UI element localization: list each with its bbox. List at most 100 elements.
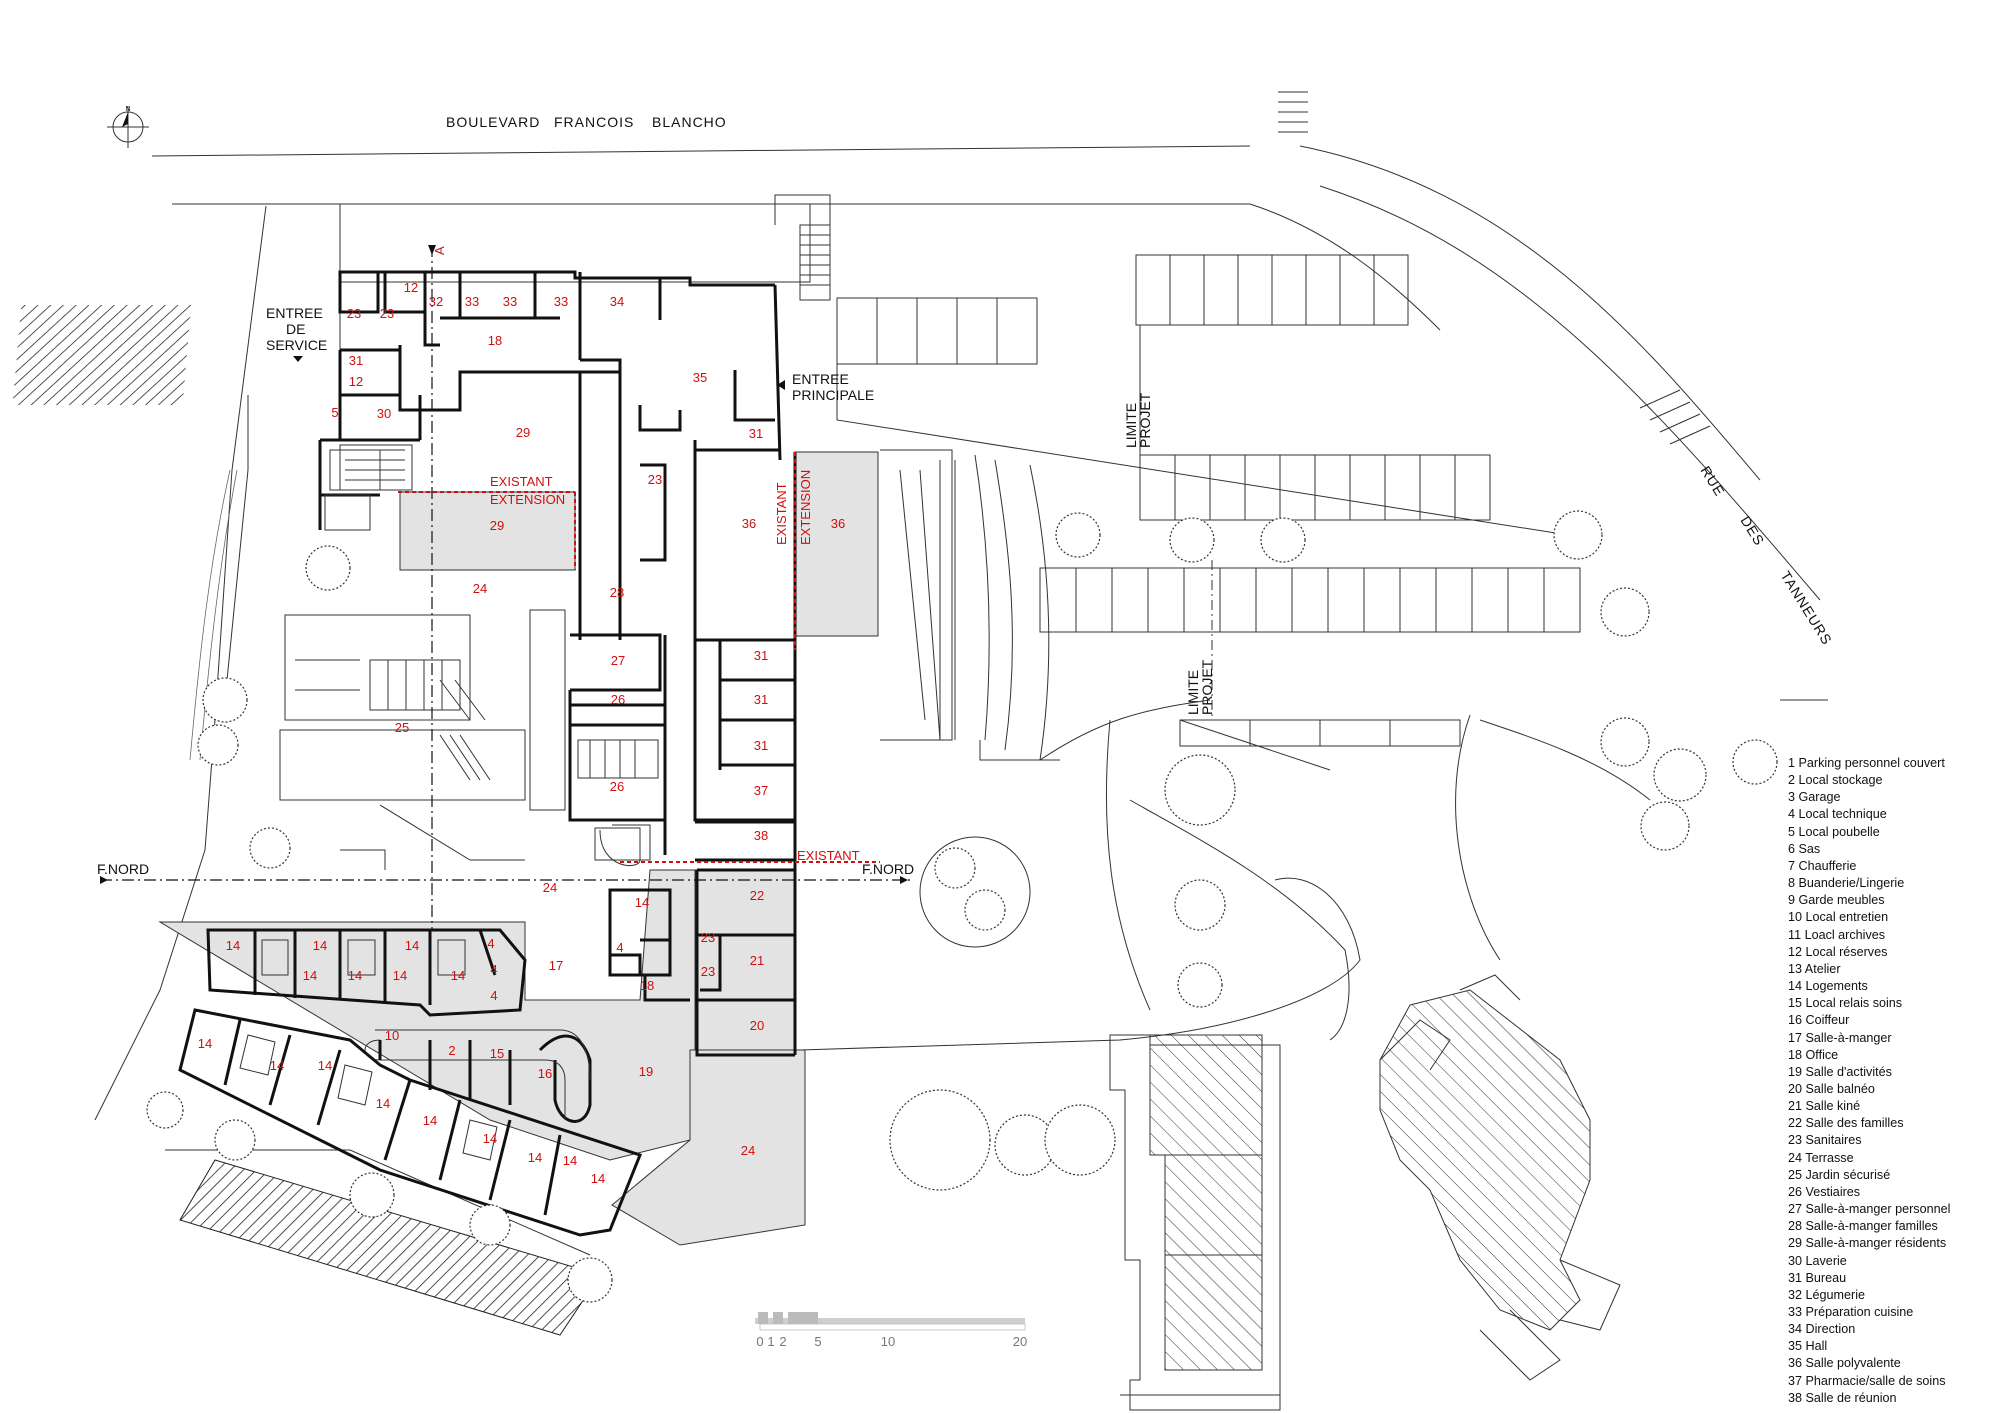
scale-bar: 0 1 2 5 10 20 <box>755 1312 1027 1349</box>
room-number: 14 <box>198 1036 212 1051</box>
room-number: 31 <box>349 353 363 368</box>
legend-item: 15 Local relais soins <box>1788 996 1903 1011</box>
legend-item: 20 Salle balnéo <box>1788 1081 1875 1096</box>
legend-item: 22 Salle des familles <box>1788 1116 1904 1131</box>
room-number: 38 <box>754 828 768 843</box>
legend-item: 36 Salle polyvalente <box>1788 1356 1901 1371</box>
boulevard-road <box>151 145 1828 701</box>
boulevard-label: BOULEVARD FRANCOIS BLANCHO <box>446 114 727 130</box>
legend-item: 32 Légumerie <box>1788 1287 1866 1302</box>
tree-circle <box>919 836 1031 948</box>
legend-item: 34 Direction <box>1788 1322 1856 1337</box>
scale-tick: 1 <box>767 1334 774 1349</box>
room-number: 29 <box>516 425 530 440</box>
section-label-west: F.NORD <box>97 861 149 877</box>
room-number: 5 <box>331 405 338 420</box>
room-number: 23 <box>701 930 715 945</box>
room-number: 14 <box>303 968 317 983</box>
rue-word-2: DES <box>1737 513 1767 548</box>
building-middle <box>529 372 797 870</box>
building-north <box>318 194 831 640</box>
room-number: 14 <box>563 1153 577 1168</box>
room-number: 25 <box>395 720 409 735</box>
room-number: 2 <box>448 1043 455 1058</box>
room-number: 14 <box>318 1058 332 1073</box>
legend: 1 Parking personnel couvert 2 Local stock… <box>1788 755 1993 1407</box>
compass-n: N <box>125 106 130 113</box>
room-number: 24 <box>543 880 557 895</box>
legend-item: 19 Salle d'activités <box>1788 1064 1892 1079</box>
legend-item: 26 Vestiaires <box>1788 1184 1861 1199</box>
rue-word-3: TANNEURS <box>1777 568 1835 648</box>
parking-north <box>836 254 1601 541</box>
legend-item: 5 Local poubelle <box>1788 824 1880 839</box>
room-number: 26 <box>610 779 624 794</box>
room-number: 24 <box>473 581 487 596</box>
limite-projet-2: LIMITE PROJET <box>1185 659 1215 715</box>
existant-label-2: EXISTANT <box>774 482 789 545</box>
room-number: 16 <box>538 1066 552 1081</box>
legend-item: 31 Bureau <box>1788 1270 1847 1285</box>
legend-item: 2 Local stockage <box>1788 773 1883 788</box>
room-number: 23 <box>648 472 662 487</box>
entree-service-l3: SERVICE <box>266 337 327 353</box>
street-word-2: FRANCOIS <box>554 114 634 130</box>
legend-item: 24 Terrasse <box>1788 1150 1854 1165</box>
room-number: 14 <box>348 968 362 983</box>
room-number: 10 <box>385 1028 399 1043</box>
room-number: 37 <box>754 783 768 798</box>
legend-item: 30 Laverie <box>1788 1253 1847 1268</box>
street-word-1: BOULEVARD <box>446 114 540 130</box>
legend-item: 35 Hall <box>1788 1339 1828 1354</box>
legend-item: 29 Salle-à-manger résidents <box>1788 1236 1947 1251</box>
room-number: 12 <box>404 280 418 295</box>
room-number: 15 <box>490 1046 504 1061</box>
room-number: 14 <box>226 938 240 953</box>
room-number: 21 <box>750 953 764 968</box>
room-number: 22 <box>750 888 764 903</box>
room-number: 14 <box>635 895 649 910</box>
legend-item: 1 Parking personnel couvert <box>1788 756 1945 770</box>
room-number: 4 <box>616 940 623 955</box>
room-number: 23 <box>347 306 361 321</box>
room-number: 35 <box>693 370 707 385</box>
ramps <box>799 449 1651 1051</box>
stairs <box>329 449 651 861</box>
building-south <box>364 888 690 1123</box>
room-number: 17 <box>549 958 563 973</box>
entree-service-l1: ENTREE <box>266 305 323 321</box>
room-number: 14 <box>313 938 327 953</box>
legend-item: 18 Office <box>1788 1047 1839 1062</box>
legend-item: 38 Salle de réunion <box>1788 1390 1897 1405</box>
room-number: 36 <box>742 516 756 531</box>
room-number: 32 <box>429 294 443 309</box>
limite-projet-1: LIMITE PROJET <box>1123 392 1153 448</box>
legend-item: 13 Atelier <box>1788 961 1841 976</box>
room-number: 31 <box>749 426 763 441</box>
crosswalk-top <box>1278 91 1308 133</box>
room-number: 31 <box>754 692 768 707</box>
room-number: 19 <box>639 1064 653 1079</box>
legend-item: 3 Garage <box>1788 790 1841 805</box>
legend-item: 8 Buanderie/Lingerie <box>1788 876 1905 891</box>
scale-tick: 10 <box>881 1334 895 1349</box>
room-number: 4 <box>487 936 494 951</box>
scale-tick: 2 <box>779 1334 786 1349</box>
entree-principale-l1: ENTREE <box>792 371 849 387</box>
legend-item: 33 Préparation cuisine <box>1788 1305 1914 1319</box>
entree-service-l2: DE <box>286 321 305 337</box>
legend-item: 37 Pharmacie/salle de soins <box>1788 1373 1946 1388</box>
room-number: 26 <box>611 692 625 707</box>
apartments-lower <box>178 1008 642 1237</box>
street-word-3: BLANCHO <box>652 114 727 130</box>
legend-item: 17 Salle-à-manger <box>1788 1030 1892 1045</box>
room-number: 23 <box>380 306 394 321</box>
legend-item: 28 Salle-à-manger familles <box>1788 1219 1938 1234</box>
legend-item: 11 Loacl archives <box>1788 927 1886 942</box>
room-number: 33 <box>554 294 568 309</box>
room-number: 14 <box>483 1131 497 1146</box>
legend-item: 7 Chaufferie <box>1788 858 1857 873</box>
room-number: 34 <box>610 294 624 309</box>
entree-principale: ENTREE PRINCIPALE <box>777 371 874 403</box>
room-number: 14 <box>451 968 465 983</box>
